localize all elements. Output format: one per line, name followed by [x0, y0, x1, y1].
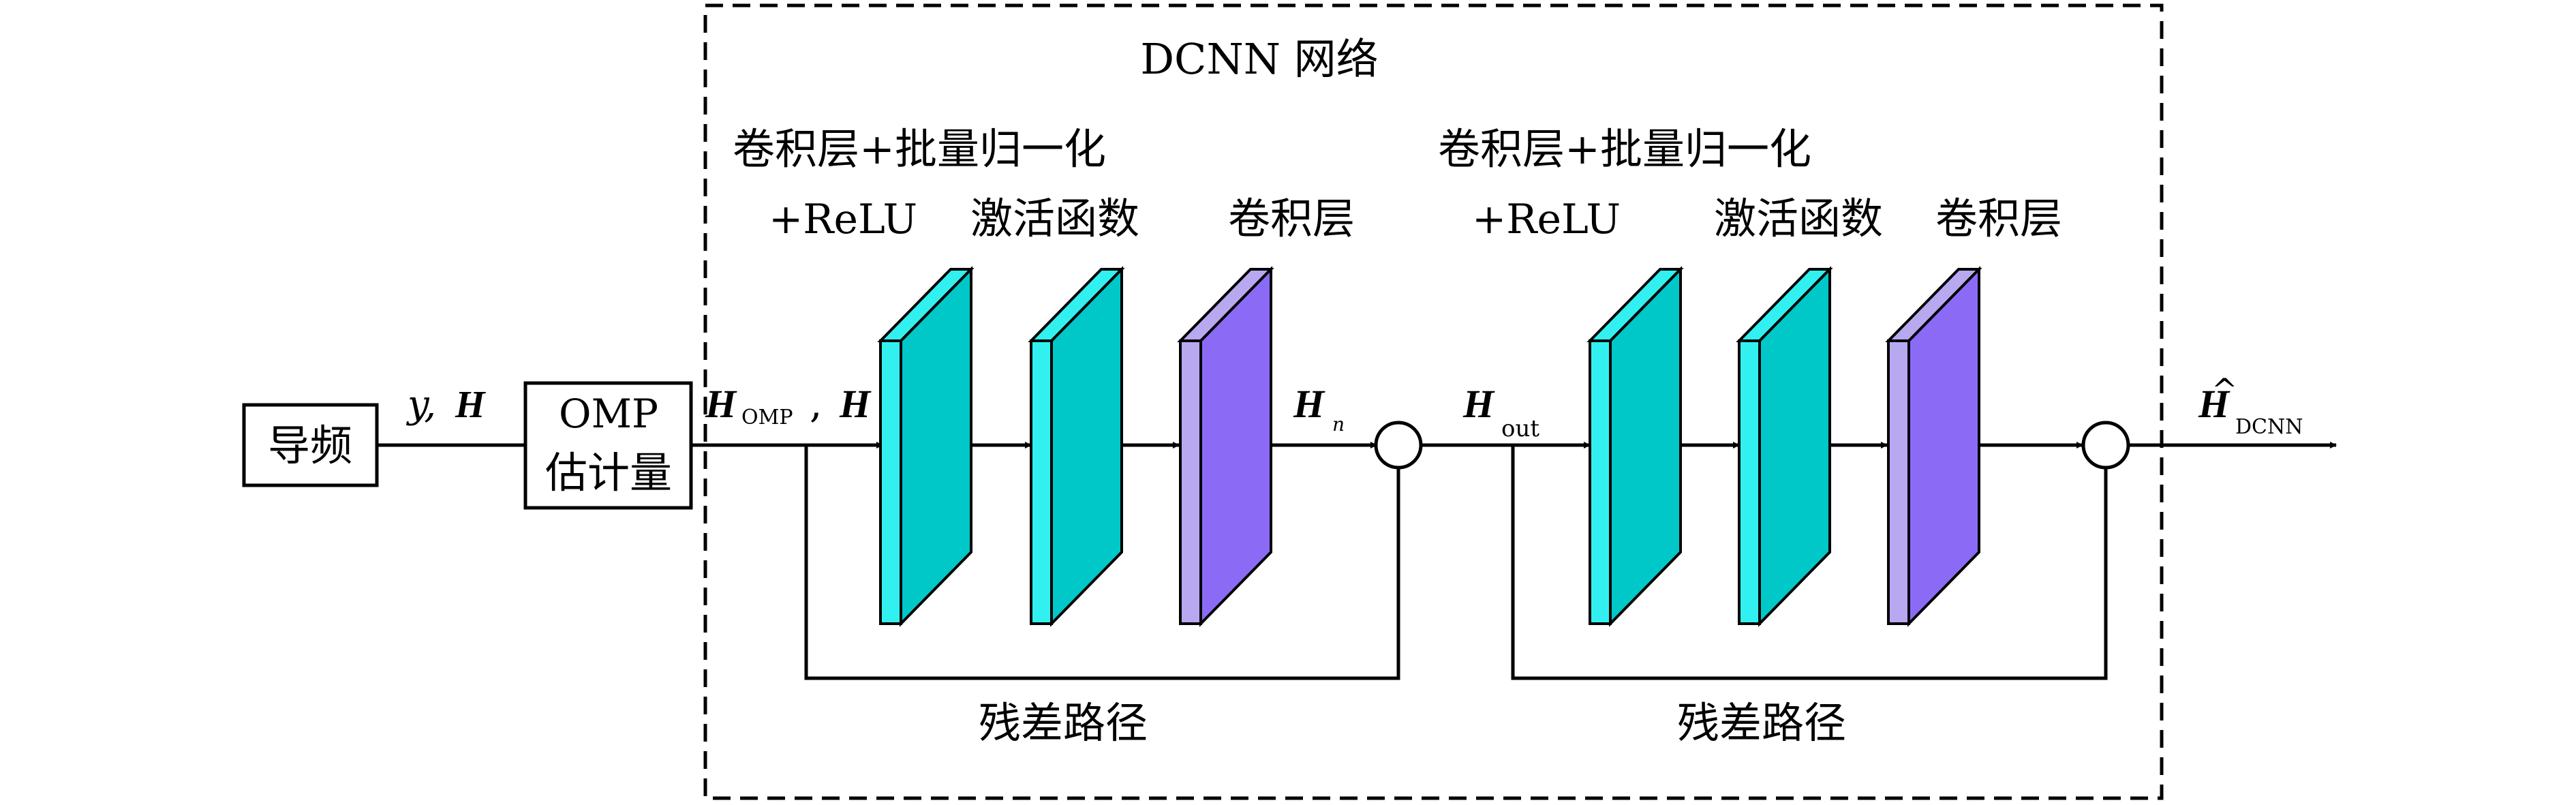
- h-dcnn-hat: ^: [2211, 371, 2238, 408]
- omp-line2: 估计量: [545, 448, 672, 498]
- block1-conv-bn-relu-layer: [877, 266, 975, 627]
- block2-activation-layer: [1736, 266, 1833, 627]
- block2-residual-path: [1511, 445, 2108, 680]
- h-omp-sep: ,: [810, 380, 822, 427]
- omp-estimator-box: [523, 381, 693, 510]
- block2-sum-node: [2081, 421, 2130, 470]
- block2-conv-layer: [1885, 266, 1982, 627]
- h-omp-sub: OMP: [741, 406, 793, 429]
- h-omp-H: H: [839, 382, 872, 426]
- block1-residual-label: 残差路径: [979, 698, 1148, 748]
- block1-relu-label: +ReLU: [769, 196, 917, 243]
- block2-residual-label: 残差路径: [1677, 698, 1846, 748]
- block1-conv-layer: [1177, 266, 1274, 627]
- block1-conv-bn-label: 卷积层+批量归一化: [733, 124, 1106, 174]
- block2-relu-label: +ReLU: [1472, 196, 1621, 243]
- block2-conv-label: 卷积层: [1935, 194, 2062, 243]
- omp-line1: OMP: [559, 391, 658, 437]
- h-out-main: H: [1462, 382, 1495, 426]
- block1-conv-label: 卷积层: [1228, 194, 1355, 243]
- block2-activation-label: 激活函数: [1714, 194, 1883, 243]
- block2-conv-bn-relu-layer: [1586, 266, 1684, 627]
- pilot-label: 导频: [268, 421, 352, 470]
- block1-residual-path: [804, 445, 1400, 680]
- h-out-sub: out: [1501, 415, 1539, 442]
- h-dcnn-sub: DCNN: [2235, 415, 2303, 439]
- block1-sum-node: [1374, 421, 1423, 470]
- h-omp-main: H: [705, 382, 737, 426]
- block1-activation-label: 激活函数: [970, 194, 1139, 243]
- h-n-main: H: [1293, 382, 1325, 426]
- dcnn-network-boundary: [703, 3, 2164, 800]
- network-title: DCNN 网络: [1140, 34, 1378, 84]
- input-H-label: H: [455, 384, 486, 426]
- h-dcnn-main: H: [2198, 382, 2230, 426]
- h-n-sub: n: [1332, 413, 1345, 436]
- pilot-box: [242, 403, 379, 487]
- input-y-label: y,: [405, 382, 436, 427]
- block2-conv-bn-label: 卷积层+批量归一化: [1438, 124, 1811, 174]
- block1-activation-layer: [1028, 266, 1125, 627]
